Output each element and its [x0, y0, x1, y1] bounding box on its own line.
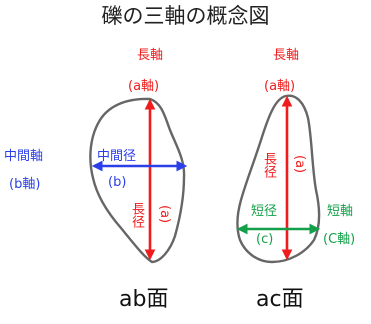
ac-face-label: ac面: [256, 287, 304, 312]
ac-long-axis-sub: (a軸): [264, 79, 296, 94]
ab-intermediate-diameter-label: 中間径: [97, 149, 137, 164]
ac-long-diameter-label: 長径: [261, 152, 276, 178]
ac-short-diameter-label: 短径: [251, 204, 278, 219]
ab-long-axis-label: 長軸: [137, 48, 164, 63]
ab-intermediate-axis-sub: (b軸): [9, 177, 41, 192]
ab-face-label: ab面: [119, 287, 169, 312]
ac-pebble-outline: [236, 94, 321, 264]
ac-short-axis-sub: (C軸): [323, 232, 356, 247]
ab-intermediate-axis-label: 中間軸: [4, 149, 44, 164]
ab-long-diameter-label: 長径: [129, 202, 144, 228]
ac-short-diameter-sub: (c): [256, 232, 274, 247]
ab-long-diameter-sub: (a): [157, 205, 172, 224]
ac-long-diameter-sub: (a): [292, 155, 307, 174]
ac-long-axis-label: 長軸: [273, 48, 300, 63]
ab-pebble-outline: [89, 97, 186, 264]
diagram-title: 礫の三軸の概念図: [101, 4, 270, 28]
ac-short-axis-label: 短軸: [327, 204, 354, 219]
ab-intermediate-diameter-sub: (b): [108, 175, 127, 190]
ab-long-axis-sub: (a軸): [128, 79, 160, 94]
